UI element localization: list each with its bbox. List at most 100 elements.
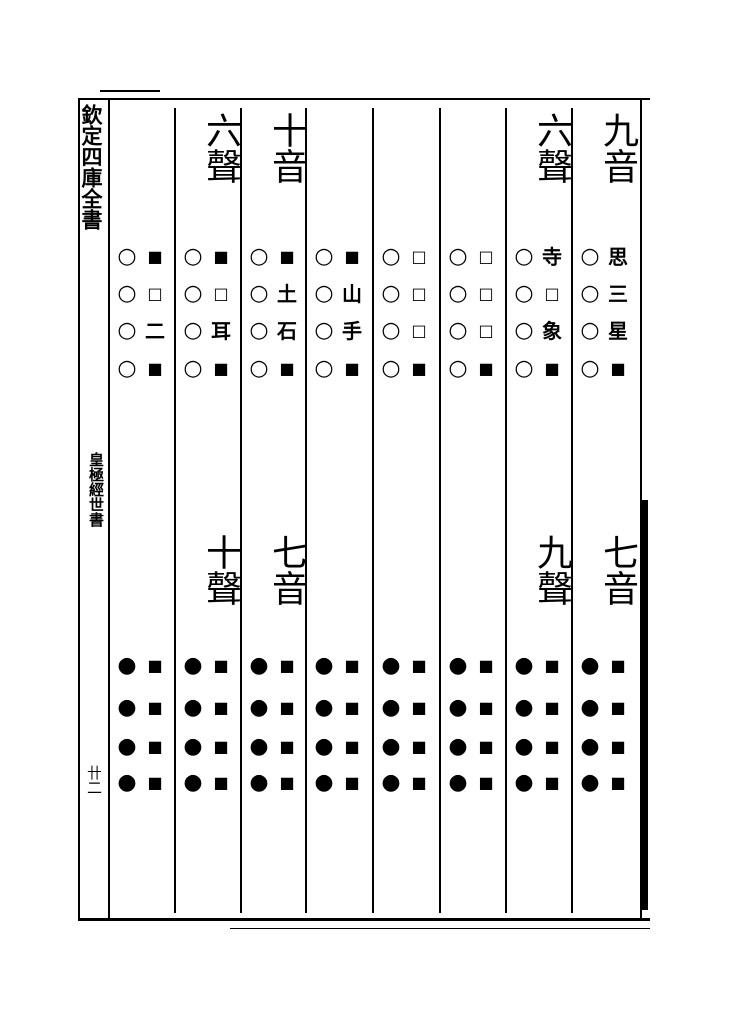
mark-circle: ○ [514,356,534,381]
mark-square: ■ [544,773,560,792]
mark-circle: ● [514,653,534,678]
mark-circle: ● [580,770,600,795]
mark-square: ■ [344,698,360,717]
mark-square: ■ [213,773,229,792]
column-divider [174,108,176,913]
mark-square: ■ [478,698,494,717]
mark-circle: ○ [580,244,600,269]
mark-square: ■ [279,247,295,266]
rhyme-character: 二 [145,319,165,343]
mark-square: □ [478,284,494,303]
mark-circle: ○ [381,356,401,381]
mark-circle: ○ [249,318,269,343]
rhyme-character: 石 [277,319,297,343]
mark-square: ■ [147,737,163,756]
mark-circle: ● [514,770,534,795]
mark-square: ■ [411,656,427,675]
mark-square: ■ [344,656,360,675]
mark-circle: ● [580,734,600,759]
mark-square: ■ [544,737,560,756]
mark-circle: ● [117,695,137,720]
mark-circle: ○ [381,281,401,306]
mid-heading: 九聲 [531,534,572,606]
mark-circle: ○ [314,244,334,269]
mark-square: ■ [411,359,427,378]
mark-square: □ [411,247,427,266]
mark-square: ■ [610,698,626,717]
mark-square: ■ [344,773,360,792]
rhyme-character: 星 [608,319,628,343]
mark-square: □ [411,284,427,303]
rhyme-character: 山 [342,282,362,306]
mark-square: ■ [147,247,163,266]
mark-circle: ● [117,734,137,759]
mark-square: ■ [544,698,560,717]
mark-square: ■ [344,737,360,756]
mark-circle: ○ [183,356,203,381]
mark-circle: ● [314,653,334,678]
mark-circle: ● [314,734,334,759]
mark-square: □ [147,284,163,303]
mark-square: ■ [610,359,626,378]
column-divider [372,108,374,913]
mark-circle: ○ [117,318,137,343]
rhyme-character: 三 [608,282,628,306]
mark-square: ■ [478,656,494,675]
mark-square: □ [411,321,427,340]
mark-circle: ● [381,770,401,795]
mark-square: ■ [411,698,427,717]
mark-square: ■ [213,247,229,266]
rhyme-character: 寺 [542,245,562,269]
mark-square: ■ [147,698,163,717]
mark-square: ■ [610,737,626,756]
mark-square: ■ [344,359,360,378]
mark-square: ■ [411,773,427,792]
mark-circle: ○ [514,244,534,269]
top-heading: 十音 [266,112,307,184]
mark-square: ■ [279,359,295,378]
mark-square: ■ [213,656,229,675]
column-divider [305,108,307,913]
mark-square: □ [544,284,560,303]
mark-square: ■ [279,656,295,675]
mark-circle: ● [314,770,334,795]
column-divider [571,108,573,913]
mark-circle: ● [514,734,534,759]
mark-circle: ● [314,695,334,720]
margin-book-title: 皇極經世書 [87,452,105,527]
mark-square: ■ [610,773,626,792]
mark-circle: ● [117,653,137,678]
mark-circle: ○ [580,318,600,343]
mark-circle: ● [183,653,203,678]
mark-square: ■ [544,656,560,675]
margin-divider [108,98,110,920]
mark-circle: ○ [249,281,269,306]
mark-circle: ● [117,770,137,795]
mark-square: ■ [279,698,295,717]
mark-square: ■ [411,737,427,756]
frame-top-border [78,98,650,100]
mark-circle: ○ [381,318,401,343]
top-heading: 六聲 [531,112,572,184]
rhyme-character: 土 [277,282,297,306]
mid-heading: 七音 [266,534,307,606]
frame-bottom-border [78,918,650,921]
mark-square: □ [213,284,229,303]
mark-circle: ○ [448,318,468,343]
mark-circle: ○ [117,356,137,381]
mark-circle: ○ [183,281,203,306]
mark-circle: ● [448,695,468,720]
margin-page-number: 卄二 [85,765,103,795]
column-divider [240,108,242,913]
mark-circle: ● [448,770,468,795]
mark-circle: ○ [117,281,137,306]
mark-square: ■ [544,359,560,378]
mark-circle: ● [249,695,269,720]
mark-square: □ [478,321,494,340]
mark-circle: ○ [580,356,600,381]
mark-square: ■ [279,737,295,756]
mark-circle: ● [448,653,468,678]
mark-circle: ● [381,653,401,678]
mark-circle: ● [183,734,203,759]
frame-right-border [640,98,642,920]
